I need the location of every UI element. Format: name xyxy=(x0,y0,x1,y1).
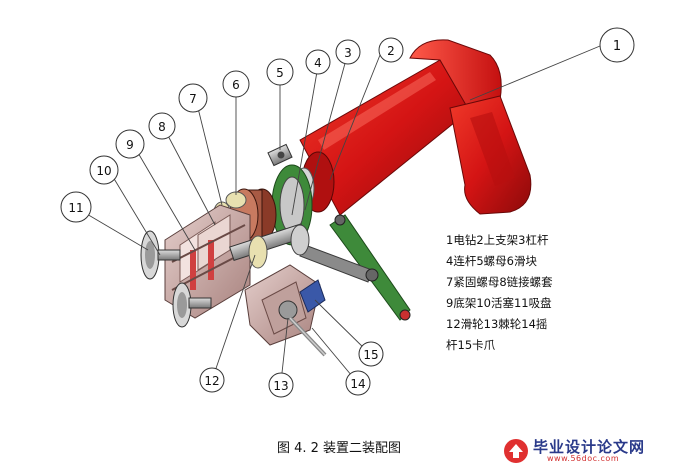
callout-8-label: 8 xyxy=(158,120,166,134)
watermark: 毕业设计论文网 www.56doc.com xyxy=(503,436,668,466)
callout-5-label: 5 xyxy=(276,66,284,80)
callout-4: 4 xyxy=(305,49,331,75)
ratchet-assembly xyxy=(244,264,327,357)
legend-line: 12滑轮13棘轮14摇 xyxy=(446,317,548,331)
callout-4-label: 4 xyxy=(314,56,322,70)
callout-15: 15 xyxy=(358,341,384,367)
callout-11: 11 xyxy=(60,191,92,223)
legend-line: 1电钻2上支架3杠杆 xyxy=(446,233,549,247)
assembly-drawing: 1 2 3 4 5 6 7 8 9 10 11 12 13 14 15 xyxy=(60,27,635,398)
parts-legend: 1电钻2上支架3杠杆 4连杆5螺母6滑块 7紧固螺母8链接螺套 9底架10活塞1… xyxy=(446,230,596,356)
callout-3-label: 3 xyxy=(344,46,352,60)
callout-2-label: 2 xyxy=(387,44,395,58)
callout-1-label: 1 xyxy=(613,39,621,54)
suction-cups xyxy=(140,230,212,328)
watermark-title: 毕业设计论文网 xyxy=(533,438,646,456)
callout-2: 2 xyxy=(378,37,404,63)
callout-6-label: 6 xyxy=(232,78,240,92)
callout-14: 14 xyxy=(345,370,371,396)
callouts: 1 2 3 4 5 6 7 8 9 10 11 12 13 14 15 xyxy=(60,27,635,398)
callout-9: 9 xyxy=(115,129,145,159)
callout-14-label: 14 xyxy=(350,377,365,391)
callout-9-label: 9 xyxy=(126,138,134,152)
callout-15-label: 15 xyxy=(363,348,378,362)
legend-line: 4连杆5螺母6滑块 xyxy=(446,254,537,268)
legend-line: 9底架10活塞11吸盘 xyxy=(446,296,552,310)
callout-7: 7 xyxy=(178,83,208,113)
pulley-shaft xyxy=(229,223,310,269)
legend-line: 7紧固螺母8链接螺套 xyxy=(446,275,553,289)
watermark-logo-icon xyxy=(504,439,528,463)
callout-3: 3 xyxy=(335,39,361,65)
callout-6: 6 xyxy=(222,70,250,98)
callout-8: 8 xyxy=(148,112,176,140)
callout-13-label: 13 xyxy=(273,379,288,393)
figure-caption: 图 4. 2 装置二装配图 xyxy=(276,441,402,456)
callout-5: 5 xyxy=(266,58,294,86)
callout-10: 10 xyxy=(89,155,119,185)
callout-7-label: 7 xyxy=(189,92,197,106)
callout-1: 1 xyxy=(599,27,635,63)
callout-12-label: 12 xyxy=(204,374,219,388)
callout-10-label: 10 xyxy=(96,164,111,178)
watermark-url: www.56doc.com xyxy=(547,454,620,463)
callout-11-label: 11 xyxy=(68,201,83,215)
nut-bracket xyxy=(267,143,293,167)
callout-13: 13 xyxy=(268,372,294,398)
legend-line: 杆15卡爪 xyxy=(446,338,496,352)
callout-leaders xyxy=(79,45,601,383)
callout-12: 12 xyxy=(199,367,225,393)
